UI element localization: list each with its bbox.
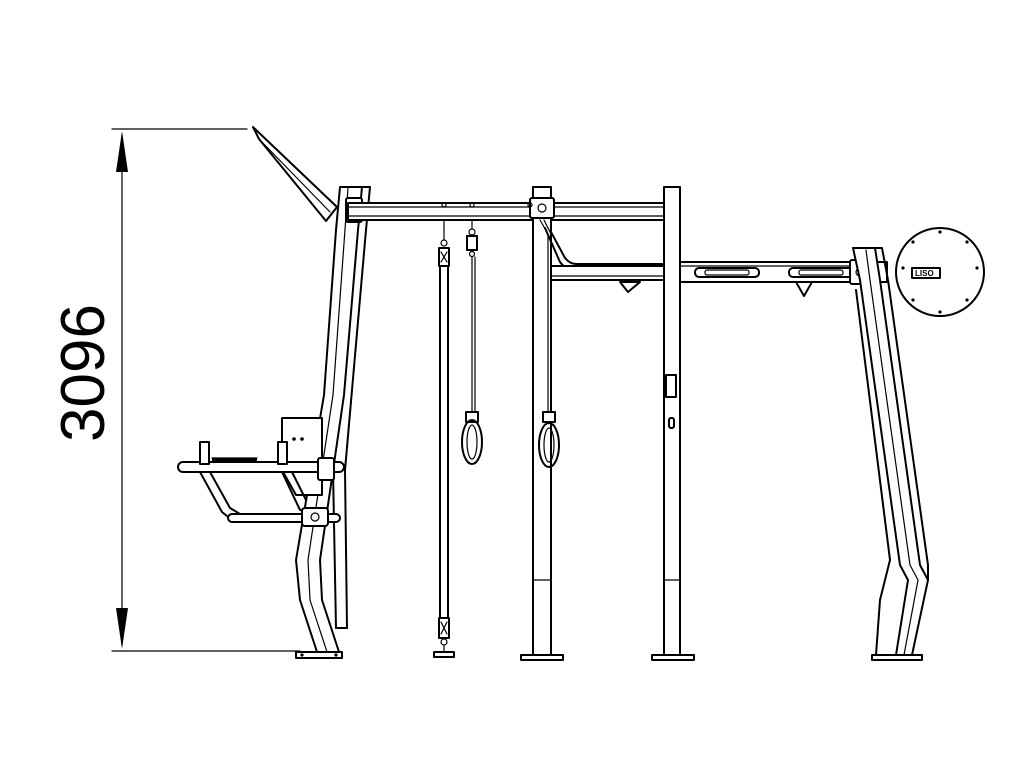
right-post: [651, 186, 695, 661]
dimension-arrow-top: [116, 131, 128, 172]
right-leg: [852, 247, 929, 661]
gymnastic-ring-left: [461, 202, 483, 465]
lower-beam: [544, 227, 888, 297]
target-disc: LISO: [895, 227, 985, 317]
dip-station: [177, 417, 345, 527]
height-dimension: 3096: [49, 128, 301, 652]
top-beam: [347, 202, 665, 221]
climbing-rope: [433, 202, 455, 658]
middle-post: [520, 186, 564, 661]
dimension-arrow-bottom: [116, 608, 128, 649]
logo-plate-text: LISO: [915, 269, 934, 278]
dimension-label: 3096: [49, 304, 118, 442]
